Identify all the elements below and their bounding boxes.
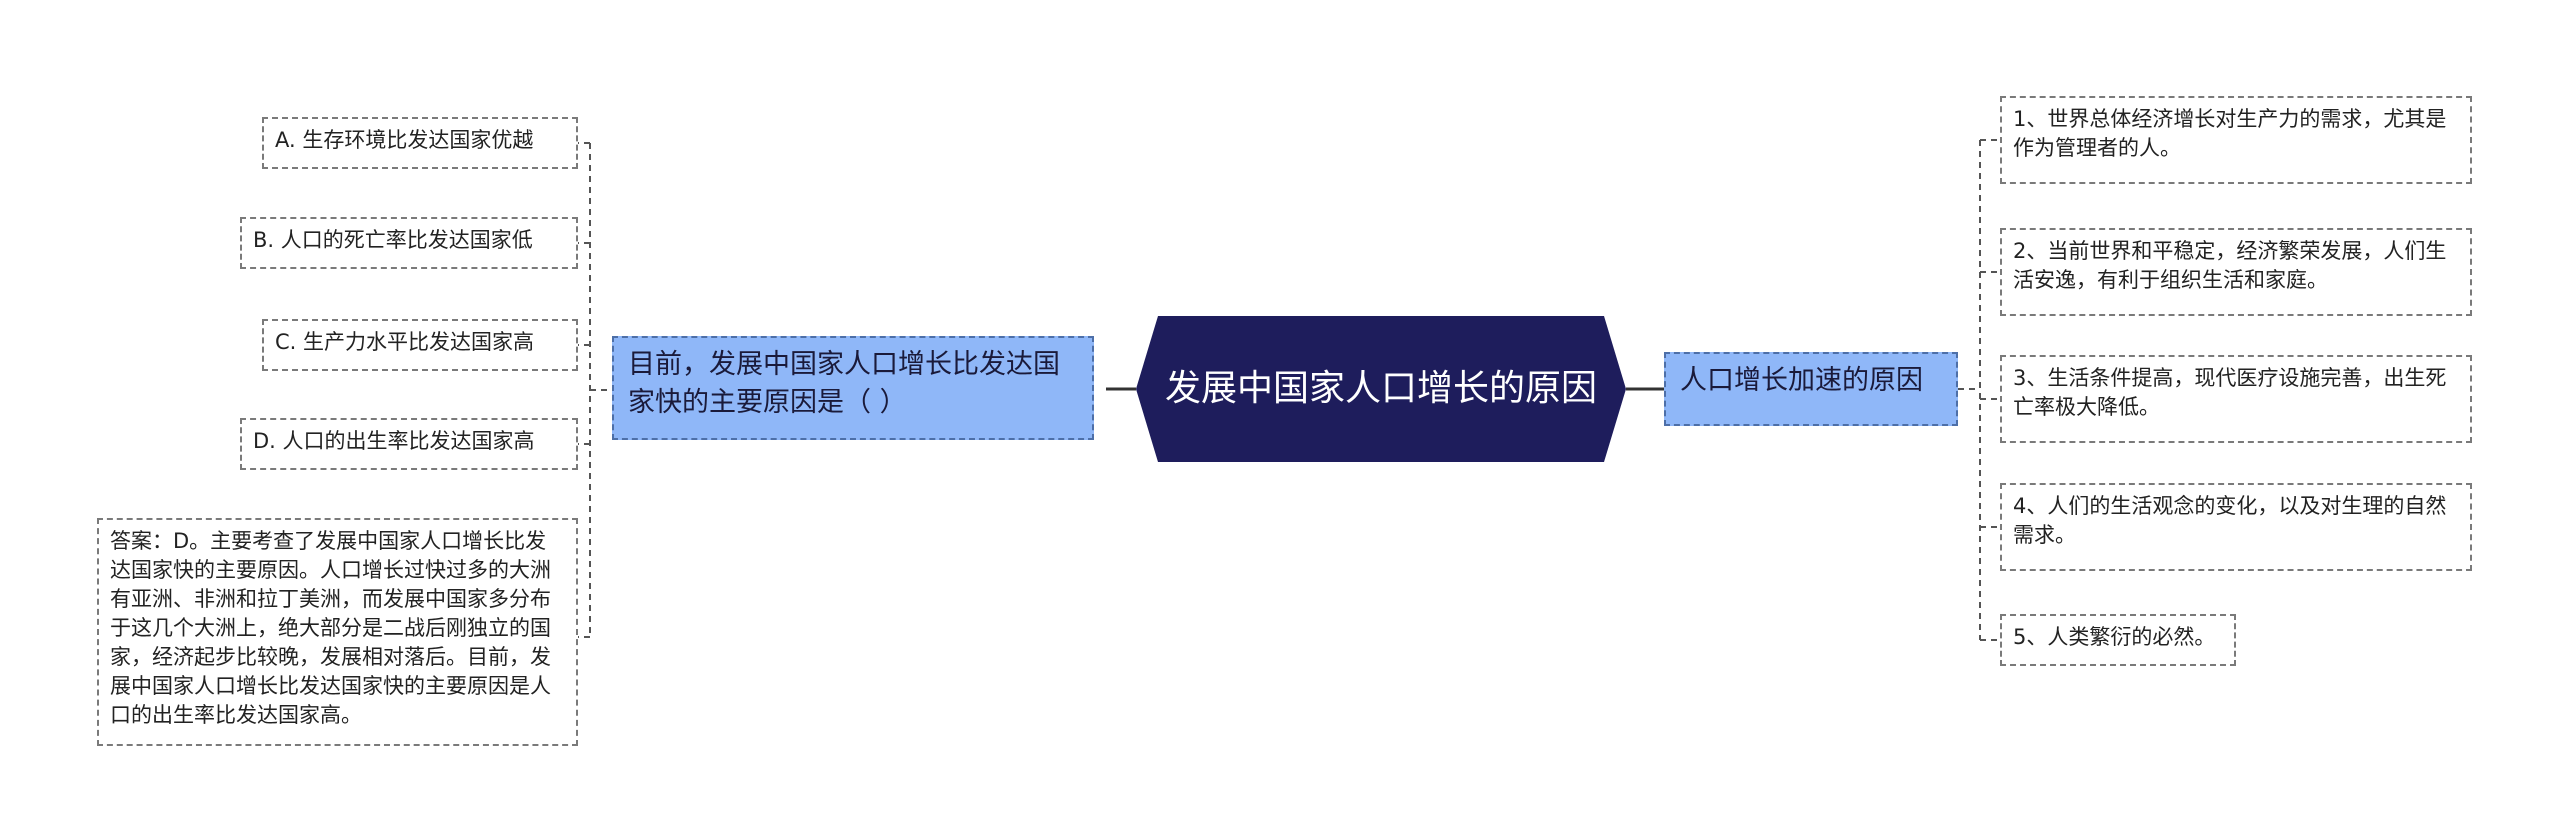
option-c-label: C. 生产力水平比发达国家高 <box>275 330 535 354</box>
reason-4-text: 4、人们的生活观念的变化，以及对生理的自然需求。 <box>2013 494 2447 547</box>
option-a[interactable]: A. 生存环境比发达国家优越 <box>262 117 578 169</box>
central-title: 发展中国家人口增长的原因 <box>1164 368 1597 409</box>
reason-1[interactable]: 1、世界总体经济增长对生产力的需求，尤其是作为管理者的人。 <box>2000 96 2472 184</box>
reason-5[interactable]: 5、人类繁衍的必然。 <box>2000 614 2236 666</box>
option-b[interactable]: B. 人口的死亡率比发达国家低 <box>240 217 578 269</box>
branch-question-label: 目前，发展中国家人口增长比发达国家快的主要原因是（ ） <box>628 349 1060 418</box>
central-shape <box>1136 316 1626 462</box>
reason-3-text: 3、生活条件提高，现代医疗设施完善，出生死亡率极大降低。 <box>2013 366 2447 419</box>
option-b-label: B. 人口的死亡率比发达国家低 <box>253 228 533 252</box>
branch-reasons-label: 人口增长加速的原因 <box>1680 365 1923 396</box>
option-a-label: A. 生存环境比发达国家优越 <box>275 128 534 152</box>
reason-2-text: 2、当前世界和平稳定，经济繁荣发展，人们生活安逸，有利于组织生活和家庭。 <box>2013 239 2447 292</box>
reason-5-text: 5、人类繁衍的必然。 <box>2013 625 2216 649</box>
central-topic[interactable]: 发展中国家人口增长的原因 <box>1136 316 1626 462</box>
option-d[interactable]: D. 人口的出生率比发达国家高 <box>240 418 578 470</box>
reason-2[interactable]: 2、当前世界和平稳定，经济繁荣发展，人们生活安逸，有利于组织生活和家庭。 <box>2000 228 2472 316</box>
reason-4[interactable]: 4、人们的生活观念的变化，以及对生理的自然需求。 <box>2000 483 2472 571</box>
option-c[interactable]: C. 生产力水平比发达国家高 <box>262 319 578 371</box>
reason-3[interactable]: 3、生活条件提高，现代医疗设施完善，出生死亡率极大降低。 <box>2000 355 2472 443</box>
branch-reasons[interactable]: 人口增长加速的原因 <box>1664 352 1958 426</box>
option-d-label: D. 人口的出生率比发达国家高 <box>253 429 535 453</box>
answer-explanation[interactable]: 答案：D。主要考查了发展中国家人口增长比发达国家快的主要原因。人口增长过快过多的… <box>97 518 578 746</box>
reason-1-text: 1、世界总体经济增长对生产力的需求，尤其是作为管理者的人。 <box>2013 107 2447 160</box>
branch-question[interactable]: 目前，发展中国家人口增长比发达国家快的主要原因是（ ） <box>612 336 1094 440</box>
answer-explanation-text: 答案：D。主要考查了发展中国家人口增长比发达国家快的主要原因。人口增长过快过多的… <box>110 529 551 727</box>
